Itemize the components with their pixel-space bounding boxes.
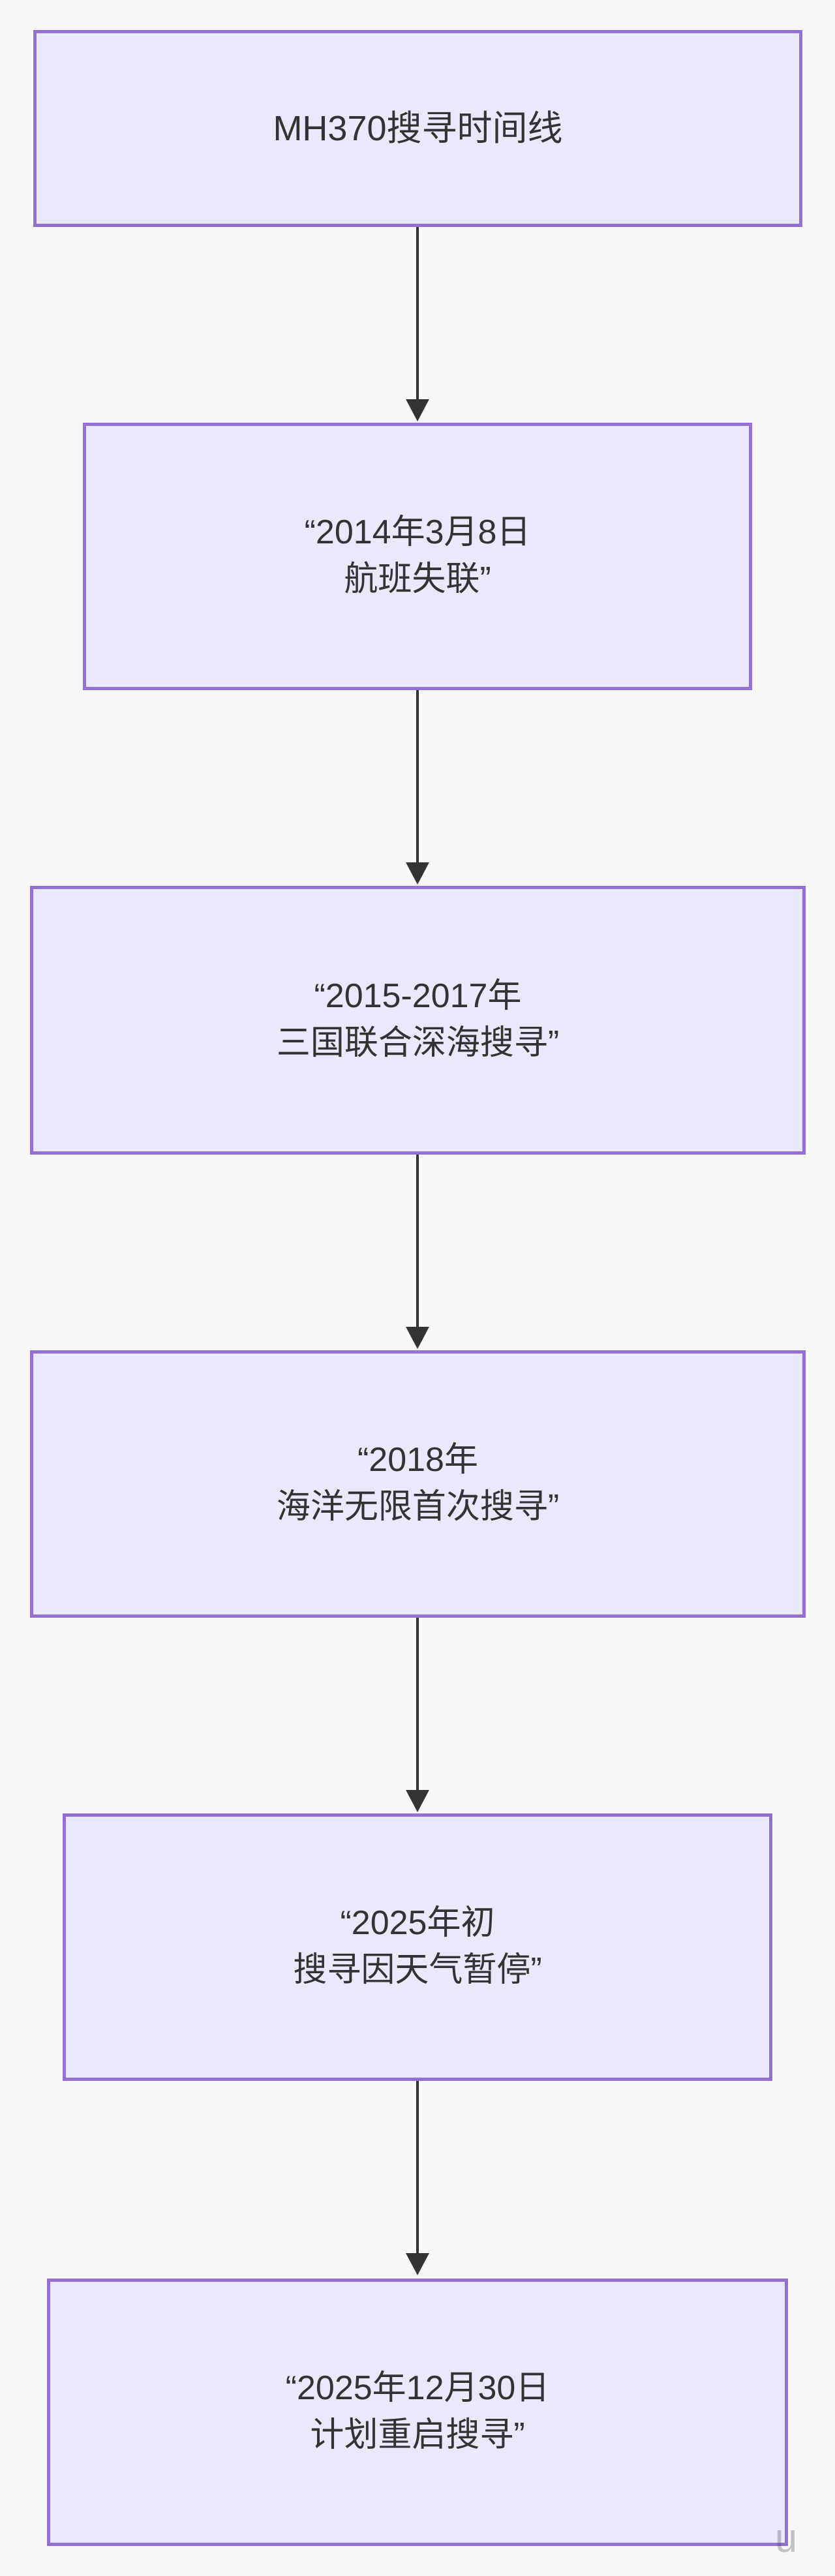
flowchart-node-step-5: “2025年12月30日 计划重启搜寻” (47, 2279, 788, 2546)
down-arrow-icon (406, 1327, 429, 1349)
flowchart-node-step-3: “2018年 海洋无限首次搜寻” (30, 1350, 806, 1618)
flowchart-node-step-4: “2025年初 搜寻因天气暂停” (63, 1813, 772, 2081)
flowchart-title-node: MH370搜寻时间线 (33, 30, 802, 227)
connector-step-3-to-step-4 (416, 1618, 419, 1791)
down-arrow-icon (406, 862, 429, 885)
down-arrow-icon (406, 399, 429, 421)
flowchart-node-step-2: “2015-2017年 三国联合深海搜寻” (30, 886, 806, 1155)
down-arrow-icon (406, 1790, 429, 1812)
flowchart-node-step-1: “2014年3月8日 航班失联” (83, 423, 752, 690)
connector-step-2-to-step-3 (416, 1155, 419, 1328)
down-arrow-icon (406, 2253, 429, 2275)
connector-title-to-step-1 (416, 227, 419, 401)
connector-step-4-to-step-5 (416, 2081, 419, 2254)
connector-step-1-to-step-2 (416, 690, 419, 864)
